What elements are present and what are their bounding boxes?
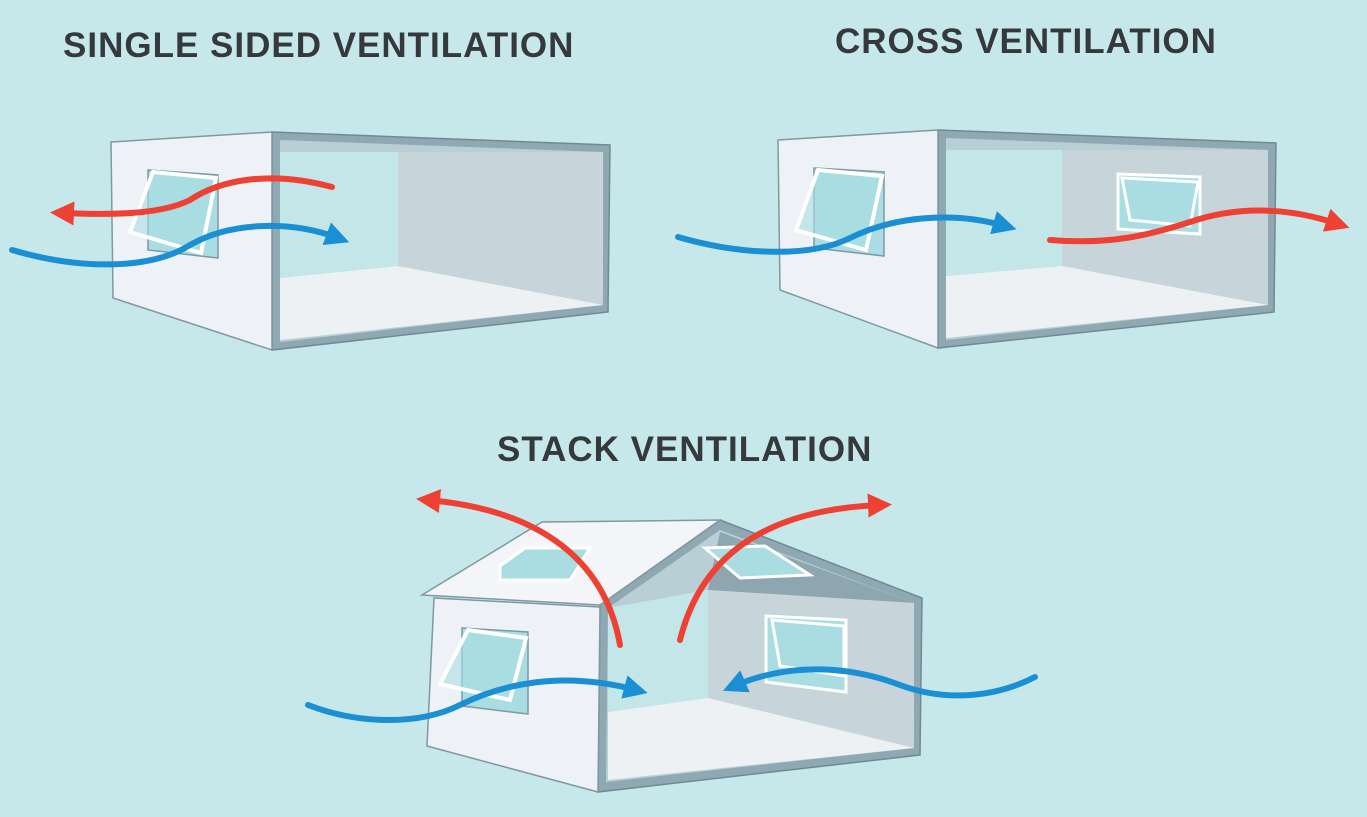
cool-air-in-right-arrow: [722, 666, 1038, 699]
cool-air-in-arrow: [9, 222, 350, 268]
single-sided-ventilation-title: SINGLE SIDED VENTILATION: [63, 26, 575, 65]
stack-ventilation-house: [305, 489, 1038, 793]
cool-air-in-left-arrow: [305, 675, 648, 723]
single-sided-room: [9, 131, 611, 352]
floor: [608, 698, 914, 780]
warm-air-out-arrow: [50, 175, 335, 226]
cross-ventilation-title: CROSS VENTILATION: [835, 22, 1217, 61]
cross-ventilation-room: [675, 129, 1350, 350]
far-window: [1116, 172, 1202, 236]
back-wall: [946, 150, 1062, 276]
warm-air-out-left-arrow: [416, 489, 623, 648]
side-wall: [398, 152, 603, 305]
cool-air-in-arrow: [675, 211, 1017, 255]
warm-air-out-arrow: [1047, 207, 1350, 245]
open-window-sash: [437, 627, 529, 703]
back-wall: [280, 152, 398, 278]
stack-ventilation-title: STACK VENTILATION: [497, 430, 873, 469]
floor: [946, 266, 1268, 338]
floor: [280, 266, 603, 340]
warm-air-out-right-arrow: [677, 493, 892, 643]
